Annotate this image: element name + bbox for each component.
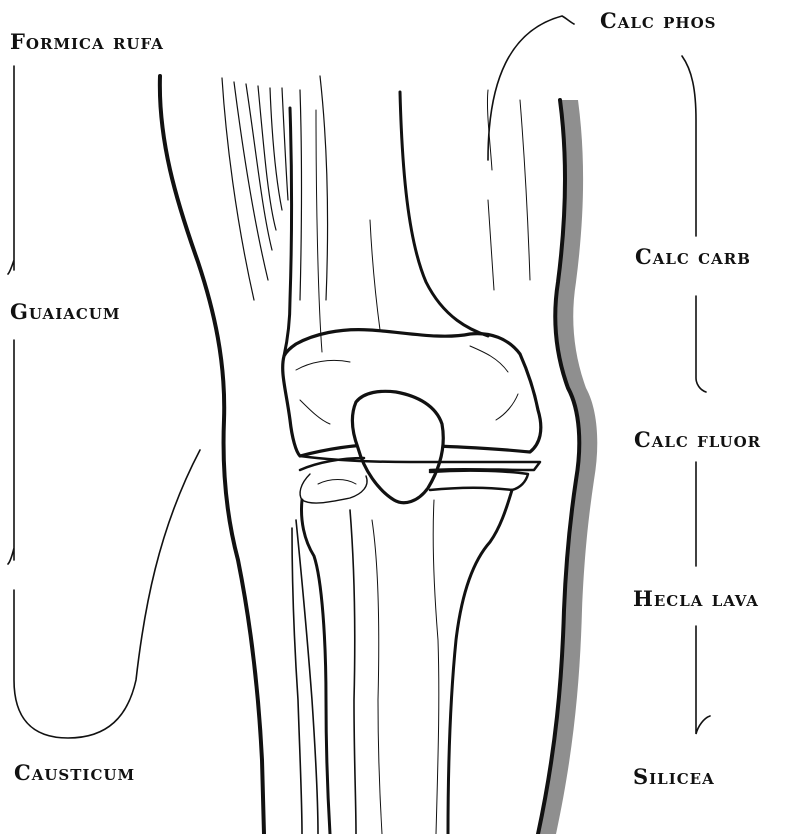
leg-outline-left xyxy=(160,76,264,834)
fibula xyxy=(292,520,318,834)
leg-shading-right xyxy=(538,100,597,834)
connector-formica-to-guaiacum xyxy=(8,66,14,274)
femur-shaft-right xyxy=(400,92,488,336)
label-silicea: Silicea xyxy=(633,766,715,787)
label-causticum: Causticum xyxy=(14,762,135,783)
connector-guaiacum-to-causticum xyxy=(8,340,14,564)
tibia-shaft-left xyxy=(302,500,331,834)
connector-causticum-curve xyxy=(14,450,200,738)
label-calc-fluor: Calc fluor xyxy=(634,429,761,450)
label-hecla-lava: Hecla lava xyxy=(633,588,759,609)
label-formica-rufa: Formica rufa xyxy=(10,31,164,52)
femur-shaft-inner xyxy=(316,110,322,352)
tibia-shaft-right xyxy=(448,490,512,834)
connector-calc-phos-curve xyxy=(488,16,574,160)
connector-calc-phos-to-carb xyxy=(682,56,696,236)
tendon-lines xyxy=(222,76,328,300)
label-guaiacum: Guaiacum xyxy=(10,301,120,322)
label-calc-phos: Calc phos xyxy=(600,10,717,31)
connector-calc-carb-to-fluor xyxy=(696,296,706,392)
connector-hecla-to-silicea xyxy=(696,626,710,734)
label-calc-carb: Calc carb xyxy=(635,246,751,267)
